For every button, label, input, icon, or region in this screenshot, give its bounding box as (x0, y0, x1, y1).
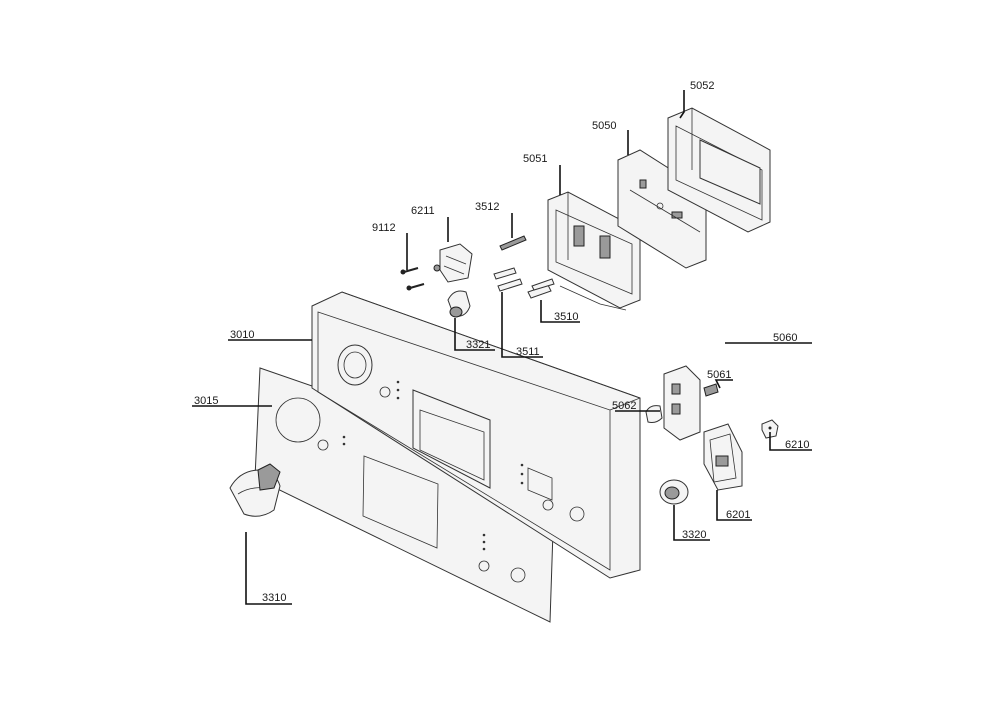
label-3510: 3510 (554, 311, 578, 323)
label-5052: 5052 (690, 80, 714, 92)
part-labels: 5052 5050 5051 3512 6211 9112 3510 3010 … (194, 80, 809, 604)
label-6211: 6211 (411, 205, 435, 217)
part-6210-connector (761, 419, 779, 439)
part-3310-knob (229, 463, 281, 517)
label-5060: 5060 (773, 332, 797, 344)
leader-lines (192, 90, 812, 605)
label-3512: 3512 (475, 201, 499, 213)
label-5062: 5062 (612, 400, 636, 412)
label-3015: 3015 (194, 395, 218, 407)
label-3320: 3320 (682, 529, 706, 541)
part-9112-screws (400, 267, 425, 291)
part-6211-encoder (433, 243, 473, 283)
part-3512-light-guide (499, 235, 527, 251)
part-5062-plunger (645, 405, 663, 423)
label-9112: 9112 (372, 222, 396, 234)
part-3321-button (447, 290, 471, 318)
part-6201-cover-plate (703, 423, 743, 491)
label-3310: 3310 (262, 592, 286, 604)
part-5060-switch-assembly (663, 365, 701, 441)
label-5061: 5061 (707, 369, 731, 381)
part-3510-light-guides (527, 278, 555, 299)
label-5050: 5050 (592, 120, 616, 132)
part-3010-control-panel (311, 291, 641, 579)
part-3511-light-guides (493, 267, 523, 292)
label-6210: 6210 (785, 439, 809, 451)
label-3321: 3321 (466, 339, 490, 351)
part-5052-module-cover (667, 107, 771, 233)
part-5051-module-frame (547, 191, 641, 311)
label-6201: 6201 (726, 509, 750, 521)
part-3320-round-button (659, 479, 689, 505)
label-3010: 3010 (230, 329, 254, 341)
part-5061-clip (703, 383, 719, 397)
label-5051: 5051 (523, 153, 547, 165)
label-3511: 3511 (516, 346, 540, 358)
